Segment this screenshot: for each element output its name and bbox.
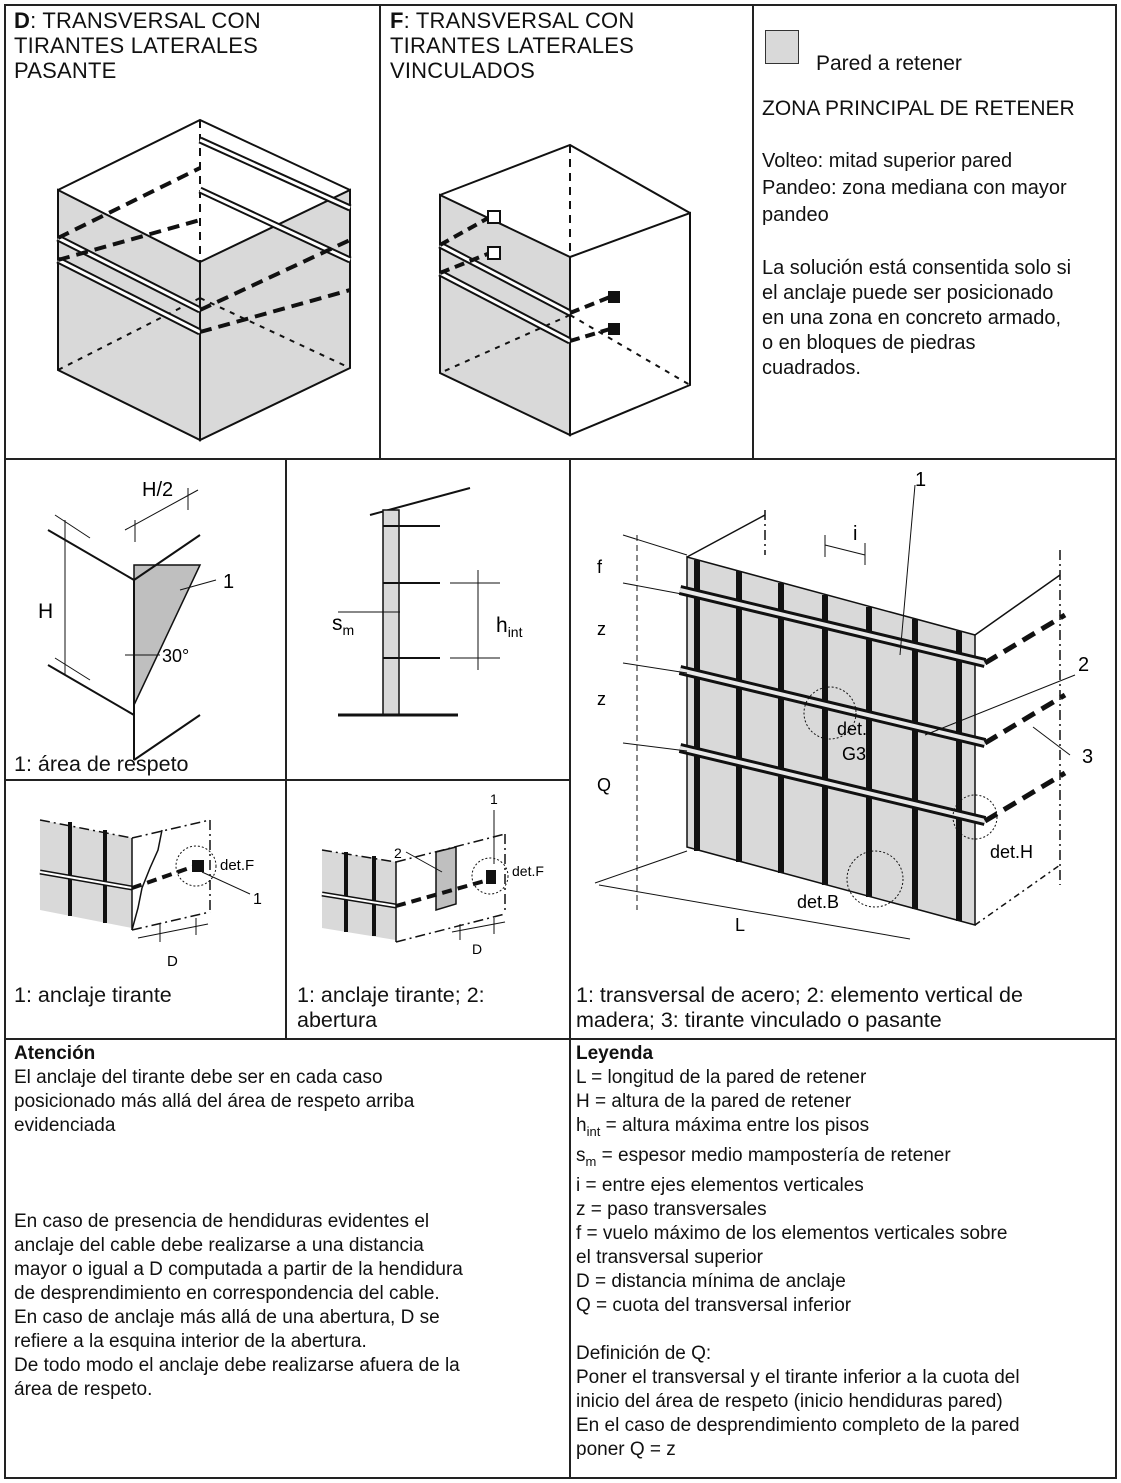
d-cube-diagram: [56, 118, 352, 442]
wall-f: f: [597, 557, 603, 577]
sm-label: sm: [332, 612, 354, 638]
det-b: det.B: [797, 892, 839, 912]
anchor1-caption: 1: anclaje tirante: [14, 983, 172, 1007]
wall-z2: z: [597, 689, 606, 709]
divider-mid-1: [285, 458, 287, 1039]
f-panel-title: F: TRANSVERSAL CON TIRANTES LATERALES VI…: [390, 8, 635, 83]
leyenda-block: Leyenda L = longitud de la pared de rete…: [576, 1042, 1116, 1462]
divider-mid-row: [4, 779, 571, 781]
leyenda-title: Leyenda: [576, 1043, 654, 1064]
h2-label: H/2: [142, 479, 173, 501]
anchor2-two: 2: [394, 845, 402, 861]
anchor1-one: 1: [253, 891, 262, 908]
wall-diagram: 1 2 3 i f z z Q L det. G3 det.H det.B: [594, 469, 1093, 940]
anchor2-caption: 1: anclaje tirante; 2: abertura: [297, 983, 485, 1032]
det-h: det.H: [990, 842, 1033, 862]
wall-two: 2: [1078, 654, 1089, 676]
area-respeto-caption: 1: área de respeto: [14, 752, 189, 776]
zona-title: ZONA PRINCIPAL DE RETENER: [762, 97, 1075, 120]
det-f-label-2: det.F: [512, 863, 544, 879]
det-g3-a: det.: [837, 719, 867, 739]
pandeo-text-2: pandeo: [762, 204, 829, 226]
divider-top-2: [752, 4, 754, 459]
wall-caption: 1: transversal de acero; 2: elemento ver…: [576, 983, 1023, 1032]
solucion-text: La solución está consentida solo si el a…: [762, 257, 1072, 379]
divider-bottom-row: [4, 1038, 1117, 1040]
anchor-diagram-2: det.F 1 2 D: [321, 791, 544, 957]
det-g3-b: G3: [842, 744, 866, 764]
table-frame: [4, 4, 1117, 1479]
wall-q: Q: [597, 775, 611, 795]
f-cube-diagram: [438, 143, 691, 437]
anchor-diagram-1: det.F 1 D: [39, 819, 262, 970]
divider-top-1: [379, 4, 381, 459]
divider-mid-2: [569, 458, 571, 1479]
h-label: H: [38, 600, 53, 623]
atencion-block: Atención El anclaje del tirante debe ser…: [14, 1042, 564, 1402]
det-f-label-1: det.F: [220, 857, 254, 874]
pandeo-text: Pandeo: zona mediana con mayor: [762, 177, 1067, 199]
wall-three: 3: [1082, 746, 1093, 768]
area-respeto-diagram: H/2 H 1 30°: [38, 479, 234, 761]
section-diagram: sm hint: [332, 487, 523, 717]
anchor2-d: D: [472, 941, 482, 957]
anchor2-one: 1: [490, 791, 498, 807]
wall-one: 1: [915, 469, 926, 491]
wall-i: i: [853, 523, 857, 545]
hint-label: hint: [496, 614, 523, 640]
volteo-text: Volteo: mitad superior pared: [762, 150, 1013, 172]
wall-l: L: [735, 915, 745, 935]
angle-label: 30°: [162, 646, 189, 666]
atencion-title: Atención: [14, 1043, 96, 1064]
wall-z1: z: [597, 619, 606, 639]
one-label: 1: [223, 571, 234, 593]
divider-top-row: [4, 458, 1117, 460]
d-panel-title: D: TRANSVERSAL CON TIRANTES LATERALES PA…: [14, 8, 261, 83]
wall-legend-swatch: [765, 30, 799, 64]
anchor1-d: D: [167, 953, 178, 970]
wall-legend-label: Pared a retener: [816, 52, 962, 75]
